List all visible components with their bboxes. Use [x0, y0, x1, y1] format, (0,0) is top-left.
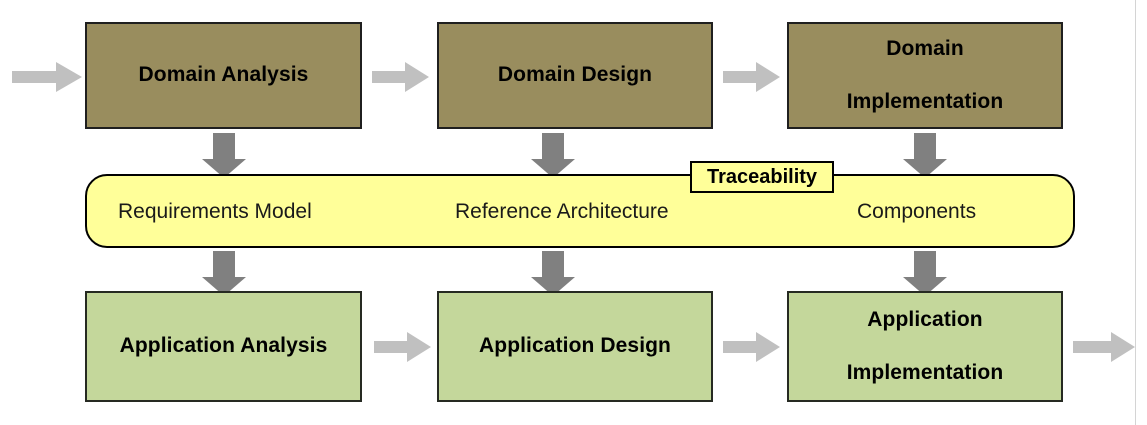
box-application-implementation-line1: Application	[867, 308, 983, 332]
page-edge-line	[1135, 0, 1136, 425]
band-artifact-components: Components	[857, 200, 977, 223]
arrow-requirements-model-to-application-analysis	[202, 251, 246, 296]
traceability-chip[interactable]: Traceability	[690, 161, 834, 193]
box-application-analysis[interactable]: Application Analysis	[85, 291, 362, 402]
band-artifact-requirements-model: Requirements Model	[118, 200, 312, 223]
box-domain-implementation-line1: Domain	[886, 37, 964, 61]
arrow-out-of-application-implementation	[1073, 332, 1135, 362]
arrow-application-design-to-application-implementation	[723, 332, 780, 362]
box-application-design-label: Application Design	[479, 334, 671, 358]
arrow-domain-analysis-to-requirements-model	[202, 133, 246, 178]
box-domain-analysis[interactable]: Domain Analysis	[85, 22, 362, 129]
arrow-reference-architecture-to-application-design	[531, 251, 575, 296]
traceability-band[interactable]	[85, 174, 1075, 248]
box-domain-analysis-label: Domain Analysis	[138, 63, 309, 87]
arrow-domain-implementation-to-components	[903, 133, 947, 178]
box-domain-design-label: Domain Design	[497, 63, 653, 87]
traceability-chip-label: Traceability	[706, 165, 818, 188]
box-domain-design[interactable]: Domain Design	[437, 22, 713, 129]
band-artifact-reference-architecture: Reference Architecture	[455, 200, 669, 223]
arrow-components-to-application-implementation	[903, 251, 947, 296]
box-domain-implementation-line2: Implementation	[846, 89, 1004, 113]
arrow-domain-design-to-reference-architecture	[531, 133, 575, 178]
arrow-domain-analysis-to-domain-design	[372, 62, 429, 92]
arrow-into-domain-analysis	[12, 62, 82, 92]
arrow-application-analysis-to-application-design	[374, 332, 431, 362]
arrow-domain-design-to-domain-implementation	[723, 62, 780, 92]
box-application-implementation-line2: Implementation	[846, 360, 1004, 384]
box-application-analysis-label: Application Analysis	[119, 334, 328, 358]
box-application-design[interactable]: Application Design	[437, 291, 713, 402]
